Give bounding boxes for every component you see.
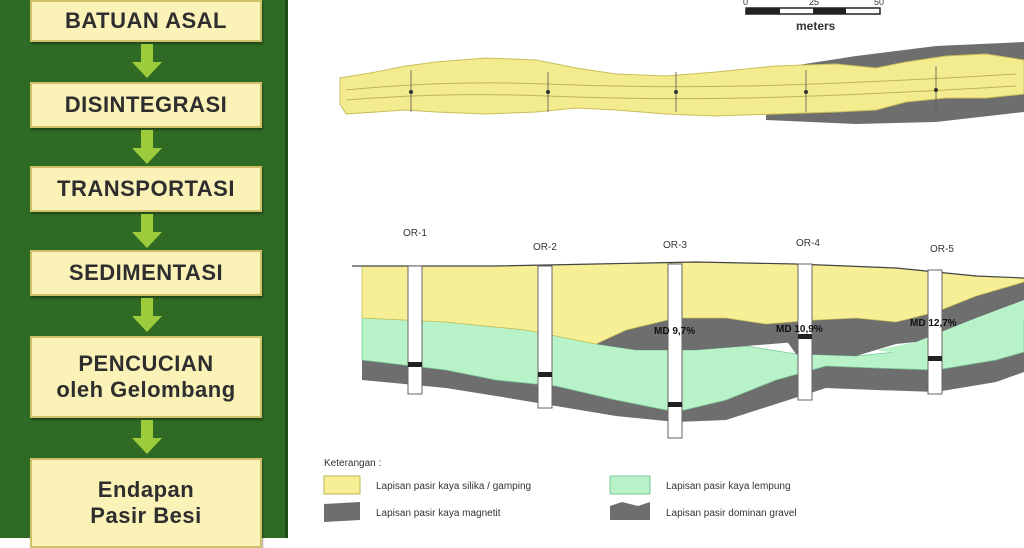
magnetite-lens bbox=[766, 278, 1024, 356]
step-label: BATUAN ASAL bbox=[65, 8, 227, 33]
borehole-or-1: OR-1 bbox=[403, 228, 427, 395]
magnetite-lens bbox=[596, 318, 796, 350]
step-sedimentasi: SEDIMENTASI bbox=[30, 250, 262, 296]
borehole-label: OR-5 bbox=[930, 244, 954, 255]
legend-label: Lapisan pasir kaya lempung bbox=[666, 481, 791, 492]
scale-tick-label: 50 bbox=[874, 0, 884, 7]
plan-view bbox=[339, 42, 1024, 124]
scale-tick-label: 0 bbox=[743, 0, 748, 7]
step-label-secondary: oleh Gelombang bbox=[56, 377, 236, 402]
borehole-or-4: OR-4 bbox=[796, 238, 820, 401]
down-arrow-icon bbox=[132, 420, 162, 454]
legend-swatch-clay bbox=[609, 475, 651, 495]
step-disintegrasi: DISINTEGRASI bbox=[30, 82, 262, 128]
step-label-secondary: Pasir Besi bbox=[90, 503, 202, 528]
geologic-section-diagram: 0 25 50 meters bbox=[323, 0, 1024, 522]
legend: Keterangan : Lapisan pasir kaya silika /… bbox=[323, 458, 797, 522]
md-label: MD 10,9% bbox=[776, 324, 823, 335]
down-arrow-icon bbox=[132, 214, 162, 248]
cross-section: OR-1 OR-2 OR-3 OR-4 OR-5 MD 9,7% MD 10,9… bbox=[352, 228, 1024, 439]
step-label: DISINTEGRASI bbox=[64, 92, 228, 117]
step-endapan-pasir-besi: Endapan Pasir Besi bbox=[30, 458, 262, 548]
down-arrow-icon bbox=[132, 44, 162, 78]
borehole-label: OR-4 bbox=[796, 238, 820, 249]
step-label: TRANSPORTASI bbox=[57, 176, 235, 201]
down-arrow-icon bbox=[132, 130, 162, 164]
md-label: MD 9,7% bbox=[654, 326, 695, 337]
borehole-or-2: OR-2 bbox=[533, 242, 557, 409]
legend-label: Lapisan pasir dominan gravel bbox=[666, 508, 797, 519]
borehole-label: OR-3 bbox=[663, 240, 687, 251]
step-label: PENCUCIAN bbox=[78, 351, 214, 376]
scale-unit-label: meters bbox=[796, 19, 836, 33]
scale-tick-label: 25 bbox=[809, 0, 819, 7]
legend-label: Lapisan pasir kaya silika / gamping bbox=[376, 481, 531, 492]
flow-panel: BATUAN ASAL DISINTEGRASI TRANSPORTASI SE… bbox=[0, 0, 288, 548]
plan-yellow-zone bbox=[339, 53, 1024, 117]
borehole-or-3: OR-3 bbox=[663, 240, 687, 439]
md-label: MD 12,7% bbox=[910, 318, 957, 329]
gravel-layer bbox=[362, 352, 1024, 422]
step-batuan-asal: BATUAN ASAL bbox=[30, 0, 262, 42]
borehole-label: OR-1 bbox=[403, 228, 427, 239]
down-arrow-icon bbox=[132, 298, 162, 332]
scale-bar: 0 25 50 meters bbox=[743, 0, 884, 33]
borehole-or-5: OR-5 bbox=[927, 244, 954, 395]
step-label: SEDIMENTASI bbox=[68, 260, 224, 285]
step-pencucian: PENCUCIAN oleh Gelombang bbox=[30, 336, 262, 418]
legend-swatch-magnetite bbox=[324, 502, 360, 522]
step-transportasi: TRANSPORTASI bbox=[30, 166, 262, 212]
step-label: Endapan bbox=[97, 477, 195, 502]
legend-label: Lapisan pasir kaya magnetit bbox=[376, 508, 501, 519]
legend-title: Keterangan : bbox=[324, 458, 381, 469]
borehole-label: OR-2 bbox=[533, 242, 557, 253]
clay-lens bbox=[876, 300, 1024, 356]
legend-swatch-gravel bbox=[610, 502, 650, 520]
legend-swatch-silica bbox=[323, 475, 361, 495]
